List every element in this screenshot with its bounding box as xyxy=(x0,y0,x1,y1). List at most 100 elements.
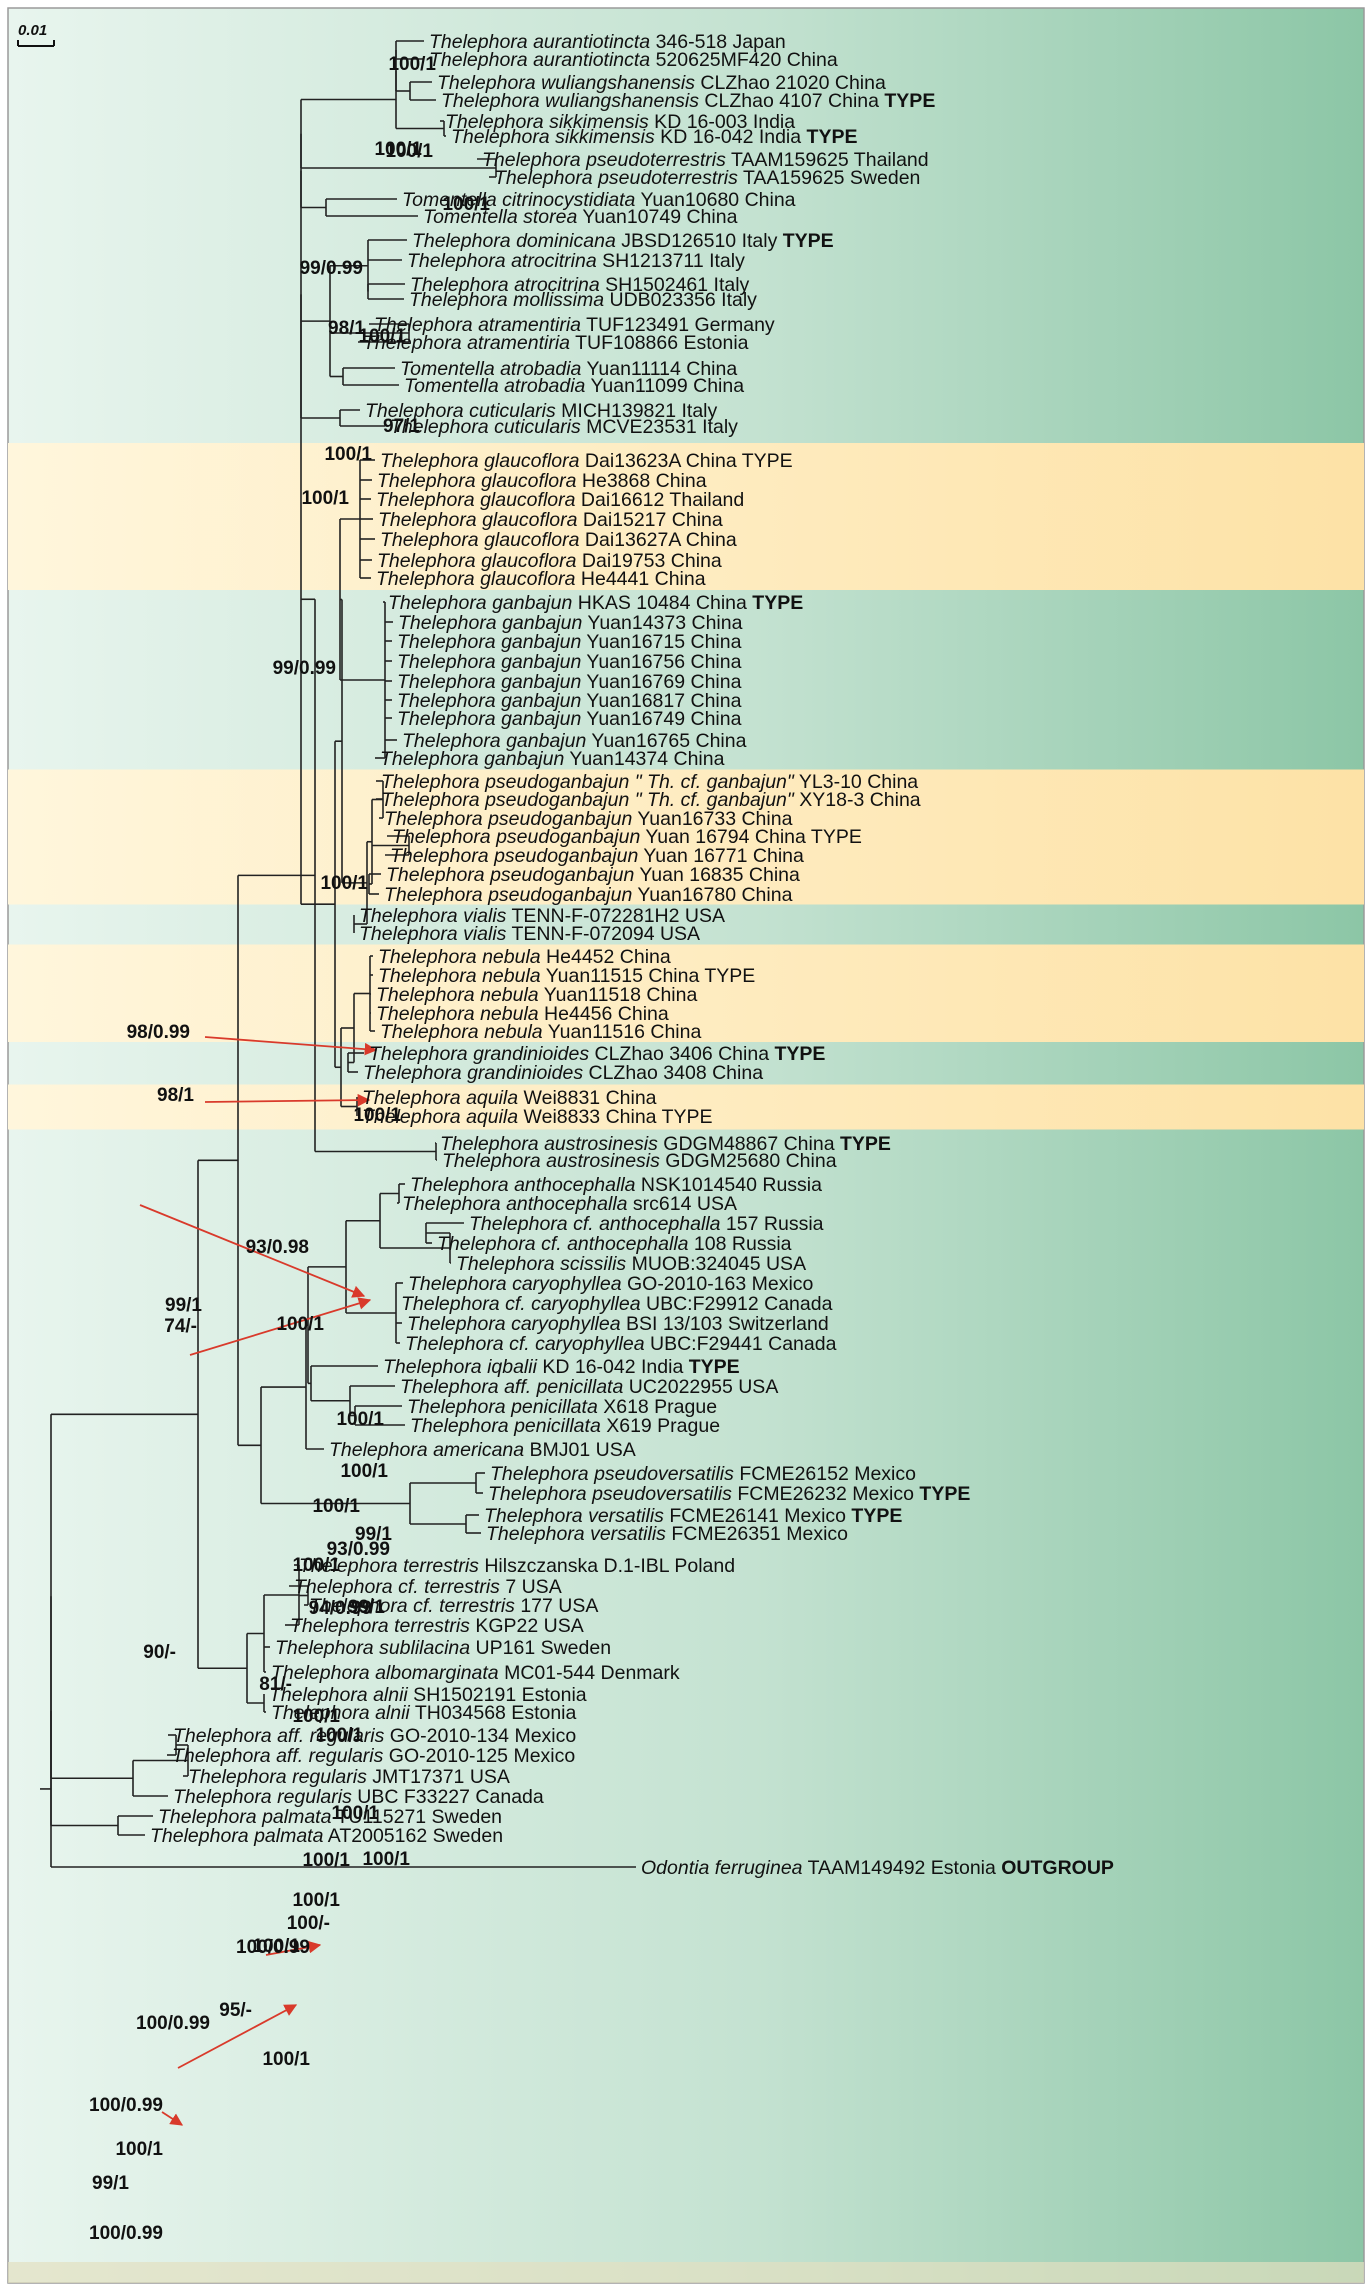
specimen-info: SH1502191 Estonia xyxy=(408,1684,587,1706)
taxon-label: Thelephora alnii SH1502191 Estonia xyxy=(269,1684,587,1706)
species-name: Thelephora glaucoflora xyxy=(380,529,580,551)
taxon-label: Thelephora ganbajun Yuan14374 China xyxy=(380,748,725,770)
taxon-label: Thelephora pseudoterrestris TAA159625 Sw… xyxy=(494,167,920,189)
specimen-info: Yuan11114 China xyxy=(581,358,737,380)
taxon-label: Thelephora albomarginata MC01-544 Denmar… xyxy=(271,1662,680,1684)
taxon-label: Thelephora cf. anthocephalla 108 Russia xyxy=(437,1233,792,1255)
taxon-label: Thelephora iqbalii KD 16-042 India TYPE xyxy=(383,1356,740,1378)
species-name: Thelephora cuticularis xyxy=(390,416,581,438)
support-value: 93/0.99 xyxy=(327,1539,390,1560)
support-value: 100/1 xyxy=(262,2049,310,2070)
taxon-label: Thelephora pseudoganbajun Yuan16733 Chin… xyxy=(384,808,793,830)
clade-highlight xyxy=(8,944,1364,1042)
clade-highlight xyxy=(8,769,1364,905)
taxon-label: Thelephora anthocephalla NSK1014540 Russ… xyxy=(410,1174,822,1196)
taxon-label: Thelephora cf. anthocephalla 157 Russia xyxy=(469,1213,824,1235)
species-name: Thelephora grandinioides xyxy=(369,1043,589,1065)
support-value: 98/0.99 xyxy=(127,1022,190,1043)
species-name: Tomentella atrobadia xyxy=(404,375,586,397)
specimen-info: CLZhao 3406 China xyxy=(589,1043,774,1065)
taxon-label: Thelephora aurantiotincta 346-518 Japan xyxy=(429,31,786,53)
species-name: Thelephora versatilis xyxy=(484,1505,664,1527)
specimen-info: Wei8831 China xyxy=(518,1087,657,1109)
species-name: Thelephora iqbalii xyxy=(383,1356,538,1378)
species-name: Tomentella atrobadia xyxy=(400,358,582,380)
specimen-info: 520625MF420 China xyxy=(650,49,838,71)
species-name: Thelephora albomarginata xyxy=(271,1662,499,1684)
species-name: Thelephora vialis xyxy=(359,923,507,945)
species-name: Thelephora versatilis xyxy=(486,1523,666,1545)
specimen-info: KD 16-042 India xyxy=(655,126,807,148)
taxon-label: Thelephora cf. terrestris 7 USA xyxy=(294,1576,562,1598)
taxon-label: Thelephora versatilis FCME26141 Mexico T… xyxy=(484,1505,902,1527)
taxon-label: Thelephora nebula Yuan11516 China xyxy=(380,1021,701,1043)
taxon-label: Thelephora vialis TENN-F-072094 USA xyxy=(359,923,700,945)
specimen-info: X619 Prague xyxy=(601,1415,720,1437)
taxon-label: Thelephora palmata AT2005162 Sweden xyxy=(150,1825,503,1847)
specimen-info: JBSD126510 Italy xyxy=(616,230,783,252)
taxon-label: Thelephora terrestris Hilszczanska D.1-I… xyxy=(299,1555,735,1577)
taxon-labels: Thelephora aurantiotincta 346-518 JapanT… xyxy=(150,31,1114,1879)
taxon-label: Thelephora wuliangshanensis CLZhao 4107 … xyxy=(441,90,935,112)
taxon-label: Thelephora pseudoganbajun Yuan16780 Chin… xyxy=(384,884,793,906)
type-marker: TYPE xyxy=(851,1505,902,1527)
species-name: Thelephora pseudoganbajun " Th. cf. ganb… xyxy=(381,771,795,793)
specimen-info: CLZhao 21020 China xyxy=(695,72,886,94)
species-name: Thelephora caryophyllea xyxy=(407,1313,621,1335)
taxon-label: Thelephora caryophyllea GO-2010-163 Mexi… xyxy=(408,1273,814,1295)
species-name: Thelephora atrocitrina xyxy=(410,274,600,296)
taxon-label: Thelephora nebula Yuan11518 China xyxy=(376,984,697,1006)
taxon-label: Thelephora dominicana JBSD126510 Italy T… xyxy=(412,230,834,252)
species-name: Thelephora palmata xyxy=(158,1806,332,1828)
species-name: Thelephora pseudoganbajun " Th. cf. ganb… xyxy=(381,789,795,811)
taxon-label: Tomentella atrobadia Yuan11099 China xyxy=(404,375,744,397)
species-name: Thelephora ganbajun xyxy=(398,612,582,634)
specimen-info: Yuan11518 China xyxy=(539,984,698,1006)
taxon-label: Thelephora alnii TH034568 Estonia xyxy=(271,1702,577,1724)
species-name: Thelephora cf. anthocephalla xyxy=(437,1233,689,1255)
taxon-label: Thelephora cf. caryophyllea UBC:F29441 C… xyxy=(405,1333,837,1355)
taxon-label: Thelephora pseudoversatilis FCME26152 Me… xyxy=(490,1463,916,1485)
species-name: Thelephora alnii xyxy=(269,1684,408,1706)
type-marker: TYPE xyxy=(689,1356,740,1378)
support-value: 100/- xyxy=(287,1913,330,1934)
taxon-label: Thelephora regularis JMT17371 USA xyxy=(188,1766,510,1788)
species-name: Thelephora ganbajun xyxy=(397,651,581,673)
species-name: Thelephora cuticularis xyxy=(365,400,556,422)
species-name: Thelephora pseudoganbajun xyxy=(386,864,634,886)
specimen-info: Yuan16765 China xyxy=(586,730,746,752)
specimen-info: Yuan11099 China xyxy=(585,375,744,397)
support-values: 100/1100/1100/1100/199/0.9998/1100/197/1… xyxy=(89,54,490,2244)
specimen-info: GO-2010-163 Mexico xyxy=(622,1273,814,1295)
taxon-label: Thelephora glaucoflora Dai19753 China xyxy=(377,550,722,572)
support-value: 100/1 xyxy=(276,1314,324,1335)
species-name: Thelephora pseudoganbajun xyxy=(384,808,632,830)
type-marker: TYPE xyxy=(884,90,935,112)
support-value: 95/- xyxy=(219,2000,252,2021)
specimen-info: CLZhao 3408 China xyxy=(583,1062,763,1084)
taxon-label: Thelephora ganbajun Yuan16817 China xyxy=(397,690,742,712)
taxon-label: Thelephora glaucoflora He3868 China xyxy=(377,470,707,492)
species-name: Thelephora aff. regularis xyxy=(173,1725,385,1747)
specimen-info: X618 Prague xyxy=(598,1396,717,1418)
specimen-info: 346-518 Japan xyxy=(650,31,786,53)
species-name: Thelephora pseudoganbajun xyxy=(390,845,638,867)
specimen-info: Yuan14374 China xyxy=(564,748,724,770)
specimen-info: KD 16-003 India xyxy=(649,111,796,133)
taxon-label: Thelephora nebula He4456 China xyxy=(376,1003,669,1025)
specimen-info: BSI 13/103 Switzerland xyxy=(621,1313,829,1335)
specimen-info: TAAM159625 Thailand xyxy=(726,149,929,171)
species-name: Thelephora ganbajun xyxy=(397,631,581,653)
specimen-info: MUOB:324045 USA xyxy=(626,1253,806,1275)
taxon-label: Thelephora cf. terrestris 177 USA xyxy=(309,1595,598,1617)
specimen-info: FCME26351 Mexico xyxy=(666,1523,848,1545)
specimen-info: HKAS 10484 China xyxy=(572,592,752,614)
specimen-info: Yuan16715 China xyxy=(581,631,741,653)
support-value: 74/- xyxy=(164,1316,197,1337)
specimen-info: Yuan11515 China TYPE xyxy=(541,965,756,987)
support-value: 99/0.99 xyxy=(273,658,336,679)
specimen-info: FCME26232 Mexico xyxy=(732,1483,920,1505)
species-name: Thelephora aurantiotincta xyxy=(429,31,650,53)
